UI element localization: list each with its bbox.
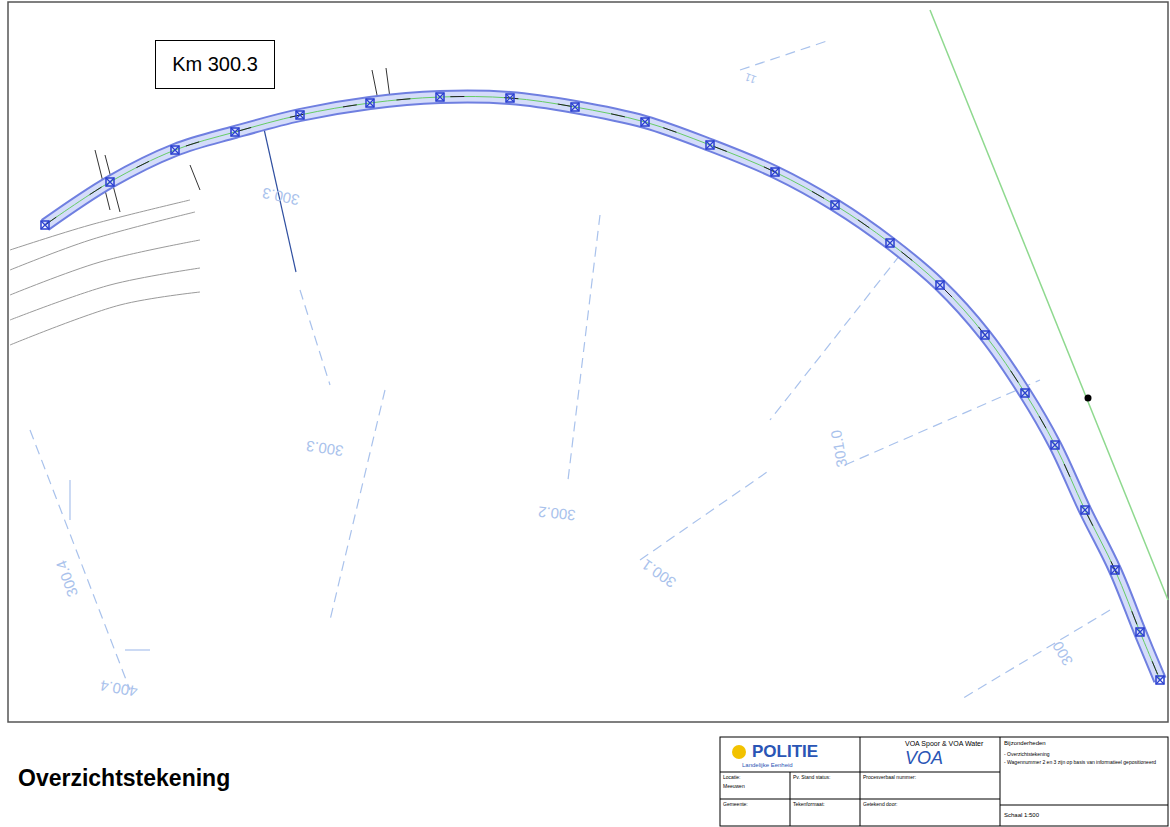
- km-label: 300.2: [537, 503, 576, 524]
- field-label: Getekend door:: [863, 802, 897, 808]
- logo-text: VOA: [905, 748, 943, 769]
- km-label: 300.3: [305, 437, 345, 459]
- drawing-frame: [8, 2, 1168, 722]
- track: [41, 93, 1164, 684]
- field-label: Procesverbaal nummer:: [863, 775, 916, 781]
- km-label: 300.4: [52, 558, 81, 599]
- field-label: Gemeente:: [723, 802, 748, 808]
- logo-subtext: Landelijke Eenheid: [742, 762, 793, 769]
- drawing-title: Overzichtstekening: [18, 765, 230, 792]
- title-block: [720, 737, 1168, 826]
- km-label: 301.0: [827, 429, 851, 469]
- km-label: 400.4: [99, 677, 139, 701]
- scale-text: Schaal 1:500: [1004, 812, 1039, 819]
- km-label: 11: [743, 70, 758, 86]
- box-text: Km 300.3: [172, 53, 258, 76]
- field-label: Pv. Stand status:: [793, 775, 830, 781]
- department-name: VOA Spoor & VOA Water: [905, 740, 983, 748]
- km-label: 300: [1049, 638, 1076, 668]
- field-label: Tekenformaat:: [793, 802, 825, 808]
- km-label: 300.1: [638, 556, 679, 592]
- km-box: Km 300.3: [155, 40, 275, 89]
- logo-text: POLITIE: [752, 742, 818, 762]
- field-label: Locatie:: [723, 775, 741, 781]
- km-label: 300.3: [261, 184, 301, 209]
- field-value: Meeuwen: [723, 784, 745, 790]
- note: - Wagennummer 2 en 3 zijn op basis van i…: [1004, 760, 1164, 766]
- notes-heading: Bijzonderheden: [1004, 740, 1046, 747]
- note: - Overzichtstekening: [1004, 752, 1050, 758]
